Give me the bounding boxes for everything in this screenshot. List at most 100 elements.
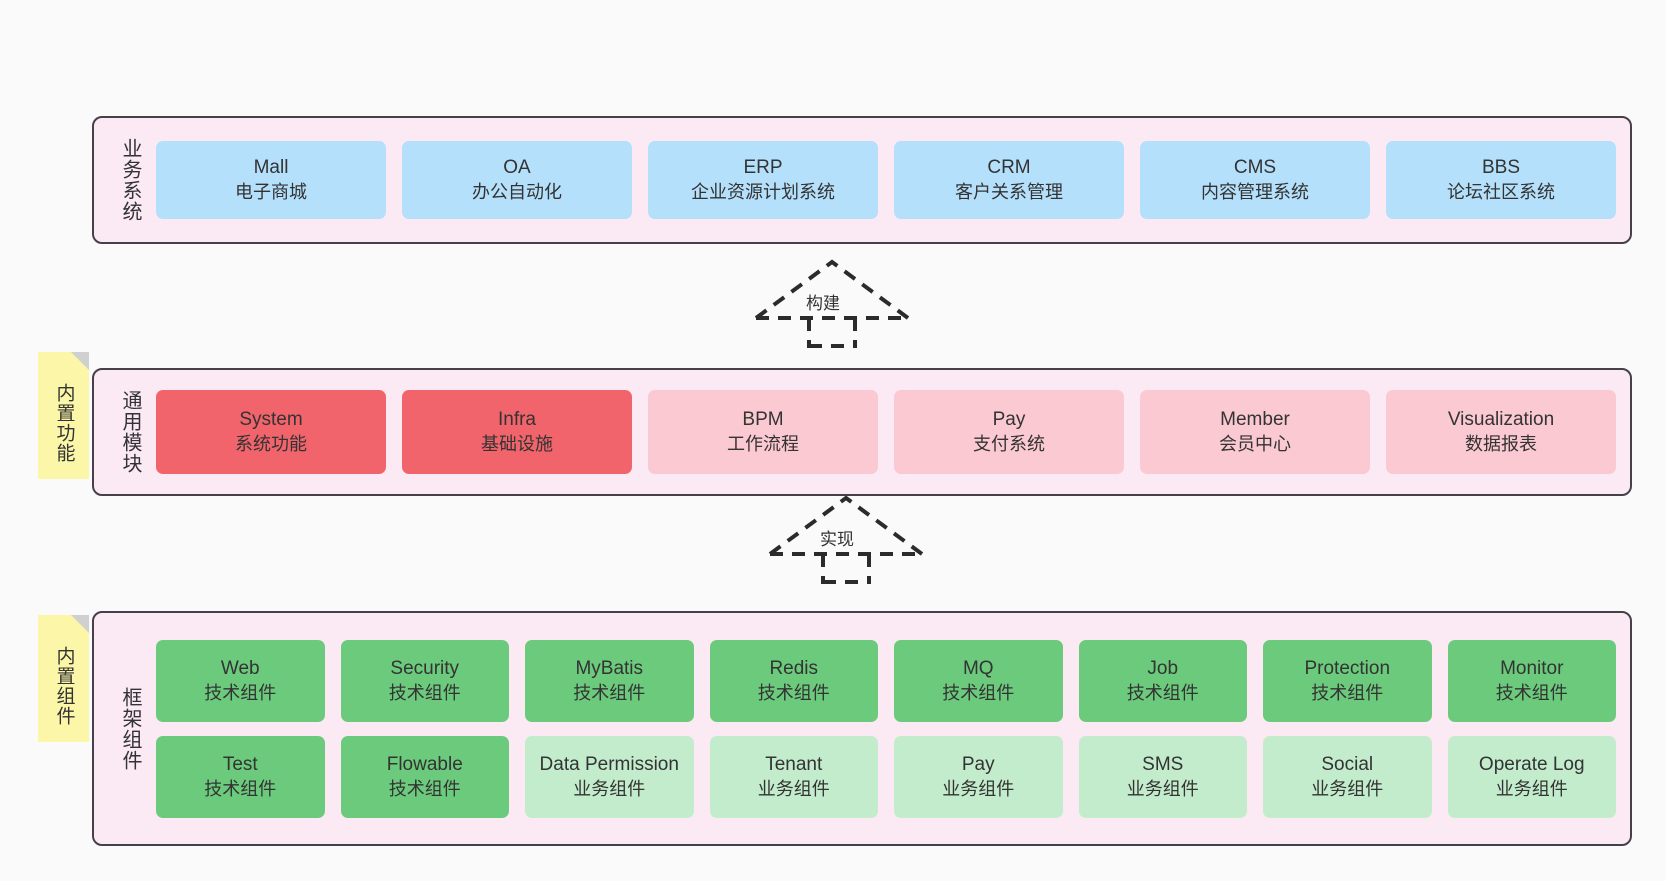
box-erp[interactable]: ERP 企业资源计划系统 [648,141,878,219]
box-bpm[interactable]: BPM 工作流程 [648,390,878,474]
box-title: Infra [497,409,537,430]
box-subtitle: 技术组件 [388,778,461,799]
generalization-arrow-icon [768,495,924,584]
layer-common-modules: 通用模块 System 系统功能 Infra 基础设施 BPM 工作流程 Pay… [92,368,1632,496]
framework-row-2: Test 技术组件 Flowable 技术组件 Data Permission … [156,735,1616,818]
box-subtitle: 技术组件 [1126,682,1199,703]
box-subtitle: 技术组件 [204,778,277,799]
box-title: ERP [743,157,783,178]
box-subtitle: 客户关系管理 [955,182,1063,202]
box-title: BBS [1481,157,1521,178]
box-web[interactable]: Web 技术组件 [156,639,325,722]
box-subtitle: 工作流程 [727,434,799,454]
box-monitor[interactable]: Monitor 技术组件 [1447,639,1616,722]
box-test[interactable]: Test 技术组件 [156,735,325,818]
box-title: Tenant [765,753,823,775]
layer-framework-components: 框架组件 Web 技术组件 Security 技术组件 MyBatis 技术组件… [92,611,1632,846]
box-title: Visualization [1447,409,1555,430]
box-redis[interactable]: Redis 技术组件 [709,639,878,722]
note-fold-icon [71,615,89,633]
box-bbs[interactable]: BBS 论坛社区系统 [1386,141,1616,219]
box-title: Pay [992,409,1026,430]
box-title: Job [1147,657,1179,679]
connector-implement-label: 实现 [820,530,854,549]
framework-components-box-group: Web 技术组件 Security 技术组件 MyBatis 技术组件 Redi… [150,639,1630,818]
business-systems-box-group: Mall 电子商城 OA 办公自动化 ERP 企业资源计划系统 CRM 客户关系… [150,141,1630,219]
box-protection[interactable]: Protection 技术组件 [1263,639,1432,722]
box-subtitle: 支付系统 [973,434,1045,454]
note-builtin-components: 内置组件 [38,615,89,742]
box-flowable[interactable]: Flowable 技术组件 [340,735,509,818]
box-subtitle: 电子商城 [235,182,307,202]
box-title: Mall [253,157,289,178]
framework-row-1: Web 技术组件 Security 技术组件 MyBatis 技术组件 Redi… [156,639,1616,722]
box-operate-log[interactable]: Operate Log 业务组件 [1447,735,1616,818]
box-social[interactable]: Social 业务组件 [1263,735,1432,818]
box-pay-module[interactable]: Pay 支付系统 [894,390,1124,474]
layer-title-common-modules: 通用模块 [119,390,141,474]
box-member[interactable]: Member 会员中心 [1140,390,1370,474]
note-label: 内置功能 [53,382,75,463]
connector-build: 构建 [752,256,912,348]
box-subtitle: 业务组件 [1495,778,1568,799]
box-title: Member [1220,409,1290,430]
box-security[interactable]: Security 技术组件 [340,639,509,722]
box-title: Monitor [1500,657,1564,679]
box-title: Redis [769,657,819,679]
box-cms[interactable]: CMS 内容管理系统 [1140,141,1370,219]
box-pay-component[interactable]: Pay 业务组件 [894,735,1063,818]
box-mall[interactable]: Mall 电子商城 [156,141,386,219]
box-title: BPM [742,409,784,430]
box-title: MQ [962,657,994,679]
box-title: Social [1321,753,1374,775]
note-builtin-features: 内置功能 [38,352,89,479]
layer-title-framework-components: 框架组件 [119,686,141,771]
box-title: CMS [1233,157,1277,178]
box-title: System [239,409,303,430]
box-title: Security [390,657,460,679]
box-visualization[interactable]: Visualization 数据报表 [1386,390,1616,474]
box-title: MyBatis [575,657,644,679]
box-data-permission[interactable]: Data Permission 业务组件 [525,735,694,818]
box-subtitle: 会员中心 [1219,434,1291,454]
box-subtitle: 技术组件 [1495,682,1568,703]
box-subtitle: 业务组件 [757,778,830,799]
box-subtitle: 企业资源计划系统 [691,182,835,202]
box-system[interactable]: System 系统功能 [156,390,386,474]
box-sms[interactable]: SMS 业务组件 [1078,735,1247,818]
box-subtitle: 技术组件 [942,682,1015,703]
box-job[interactable]: Job 技术组件 [1078,639,1247,722]
note-fold-icon [71,352,89,370]
box-title: OA [503,157,531,178]
box-title: Data Permission [539,753,679,775]
common-modules-box-group: System 系统功能 Infra 基础设施 BPM 工作流程 Pay 支付系统… [150,390,1630,474]
box-infra[interactable]: Infra 基础设施 [402,390,632,474]
box-title: CRM [987,157,1031,178]
box-subtitle: 技术组件 [388,682,461,703]
connector-build-label: 构建 [806,294,840,313]
box-subtitle: 基础设施 [481,434,553,454]
generalization-arrow-icon [754,259,910,348]
box-mq[interactable]: MQ 技术组件 [894,639,1063,722]
box-title: Web [220,657,260,679]
box-oa[interactable]: OA 办公自动化 [402,141,632,219]
box-subtitle: 技术组件 [204,682,277,703]
box-subtitle: 技术组件 [573,682,646,703]
box-title: Operate Log [1478,753,1585,775]
box-crm[interactable]: CRM 客户关系管理 [894,141,1124,219]
box-title: Test [222,753,258,775]
layer-title-business-systems: 业务系统 [119,138,141,222]
box-subtitle: 办公自动化 [472,182,562,202]
box-subtitle: 业务组件 [1311,778,1384,799]
box-title: Pay [961,753,995,775]
box-subtitle: 技术组件 [1311,682,1384,703]
box-subtitle: 系统功能 [235,434,307,454]
layer-business-systems: 业务系统 Mall 电子商城 OA 办公自动化 ERP 企业资源计划系统 CRM… [92,116,1632,244]
box-subtitle: 论坛社区系统 [1447,182,1555,202]
box-title: Protection [1304,657,1391,679]
box-subtitle: 业务组件 [573,778,646,799]
box-subtitle: 业务组件 [1126,778,1199,799]
box-tenant[interactable]: Tenant 业务组件 [709,735,878,818]
box-mybatis[interactable]: MyBatis 技术组件 [525,639,694,722]
